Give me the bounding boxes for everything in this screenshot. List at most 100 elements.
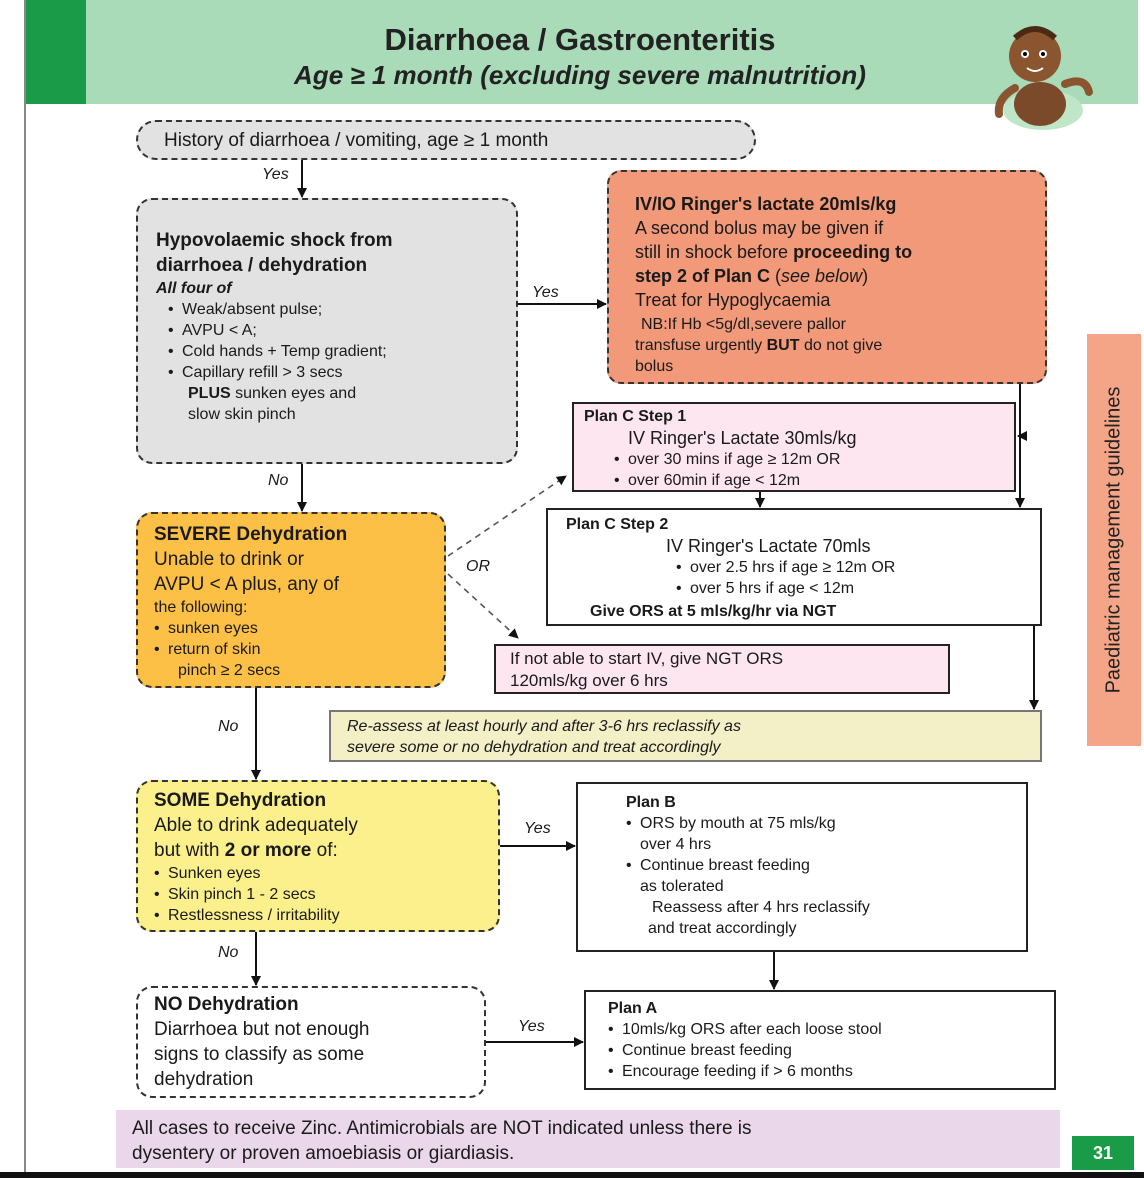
label-no-severe: No (218, 718, 239, 735)
some-line-1: Able to drink adequately (154, 815, 358, 836)
list-item: Restlessness / irritability (154, 905, 498, 926)
iv-nb-2a: transfuse urgently (635, 337, 767, 354)
iv-line-3d: ) (862, 266, 869, 286)
plan-b-item-1b: over 4 hrs (640, 836, 712, 853)
no-dehydration-box: NO Dehydration Diarrhoea but not enough … (136, 986, 486, 1098)
shock-plus-line-2: slow skin pinch (188, 406, 296, 423)
iv-line-3b: ( (770, 266, 782, 286)
severe-title-bold: SEVERE (154, 524, 232, 545)
page-number-badge: 31 (1072, 1136, 1134, 1170)
list-item: Encourage feeding if > 6 months (608, 1061, 1054, 1082)
start-text: History of diarrhoea / vomiting, age ≥ 1… (164, 130, 549, 151)
iv-nb-3: bolus (635, 358, 674, 375)
no-dehydration-line-3: dehydration (154, 1069, 254, 1090)
iv-line-2a: still in shock before (635, 242, 794, 262)
label-yes-shock: Yes (532, 284, 559, 301)
footer-line-1: All cases to receive Zinc. Antimicrobial… (132, 1118, 752, 1139)
plan-b-box: Plan B ORS by mouth at 75 mls/kg over 4 h… (576, 782, 1028, 952)
plan-c2-ors: Give ORS at 5 mls/kg/hr via NGT (590, 603, 837, 620)
plan-b-title: Plan B (626, 794, 676, 811)
footer-line-2: dysentery or proven amoebiasis or giardi… (132, 1143, 515, 1164)
plan-a-title: Plan A (608, 1000, 658, 1017)
some-dehydration-box: SOME Dehydration Able to drink adequatel… (136, 780, 500, 932)
dashed-arrow-severe-to-ngt (447, 573, 519, 639)
footer-note: All cases to receive Zinc. Antimicrobial… (116, 1110, 1060, 1168)
iv-nb-2b: BUT (766, 337, 800, 354)
list-item: Continue breast feeding (608, 1040, 1054, 1061)
list-item: sunken eyes (154, 618, 444, 639)
plan-c-step-2-box: Plan C Step 2 IV Ringer's Lactate 70mls … (546, 508, 1042, 626)
ngt-line-1: If not able to start IV, give NGT ORS (510, 649, 784, 668)
shock-box: Hypovolaemic shock from diarrhoea / dehy… (136, 198, 518, 464)
no-dehydration-line-1: Diarrhoea but not enough (154, 1019, 370, 1040)
page-number: 31 (1092, 1143, 1114, 1163)
shock-all-four: All four of (156, 280, 232, 297)
severe-title-rest: Dehydration (231, 524, 348, 545)
side-label: Paediatric management guidelines (1102, 386, 1125, 694)
plan-c1-list: over 30 mins if age ≥ 12m OR over 60min … (614, 449, 1014, 491)
plan-c2-title: Plan C Step 2 (566, 516, 669, 533)
list-item: Skin pinch 1 - 2 secs (154, 884, 498, 905)
label-no-shock: No (268, 472, 289, 489)
header-band (26, 0, 1138, 104)
some-line-2a: but with (154, 840, 225, 861)
list-item: Cold hands + Temp gradient; (168, 341, 516, 362)
iv-bolus-box: IV/IO Ringer's lactate 20mls/kg A second… (607, 170, 1047, 384)
list-item: AVPU < A; (168, 320, 516, 341)
shock-plus: PLUS (188, 385, 231, 402)
some-title: SOME Dehydration (154, 788, 498, 813)
plan-c2-line: IV Ringer's Lactate 70mls (666, 536, 871, 556)
list-item: Capillary refill > 3 secs (168, 362, 516, 383)
severe-dehydration-box: SEVERE Dehydration Unable to drink or AV… (136, 512, 446, 688)
list-item: over 5 hrs if age < 12m (676, 578, 1040, 599)
side-tab: Paediatric management guidelines (1087, 334, 1141, 746)
some-title-rest: Dehydration (209, 790, 327, 811)
label-yes-start: Yes (262, 166, 289, 183)
arrow-iv-to-planc1 (1017, 384, 1027, 441)
plan-a-list: 10mls/kg ORS after each loose stool Cont… (608, 1019, 1054, 1082)
plan-c-step-1-box: Plan C Step 1 IV Ringer's Lactate 30mls/… (572, 402, 1016, 492)
some-line-2b: 2 or more (224, 840, 312, 861)
some-line-2c: of: (311, 840, 338, 861)
plan-b-item-1: ORS by mouth at 75 mls/kg (640, 815, 836, 832)
shock-plus-rest: sunken eyes and (230, 385, 357, 402)
shock-title-1: Hypovolaemic shock from (156, 230, 393, 251)
plan-a-box: Plan A 10mls/kg ORS after each loose sto… (584, 990, 1056, 1090)
iv-line-2b: proceeding to (793, 242, 913, 262)
iv-line-3c: see below (781, 266, 863, 286)
shock-title-2: diarrhoea / dehydration (156, 255, 368, 276)
ngt-box: If not able to start IV, give NGT ORS 12… (494, 644, 950, 694)
severe-list: sunken eyes return of skin (154, 618, 444, 660)
iv-line-2: still in shock before proceeding to (635, 240, 1045, 264)
list-item: over 2.5 hrs if age ≥ 12m OR (676, 557, 1040, 578)
no-dehydration-title: NO Dehydration (154, 994, 299, 1015)
plan-b-reassess-2: and treat accordingly (648, 920, 797, 937)
list-item: 10mls/kg ORS after each loose stool (608, 1019, 1054, 1040)
page-left-rule (24, 0, 26, 1178)
start-box: History of diarrhoea / vomiting, age ≥ 1… (136, 120, 756, 160)
ngt-line-2: 120mls/kg over 6 hrs (510, 671, 668, 690)
label-yes-none: Yes (518, 1018, 545, 1035)
some-line-2: but with 2 or more of: (154, 838, 498, 863)
plan-b-item-2b: as tolerated (640, 878, 724, 895)
bottom-rule (0, 1172, 1144, 1178)
severe-line-2: AVPU < A plus, any of (154, 574, 340, 595)
plan-c1-line: IV Ringer's Lactate 30mls/kg (628, 428, 857, 448)
iv-line-1: A second bolus may be given if (635, 218, 884, 238)
list-item: ORS by mouth at 75 mls/kg over 4 hrs (626, 813, 1026, 855)
iv-title: IV/IO Ringer's lactate 20mls/kg (635, 194, 897, 214)
label-no-some: No (218, 944, 239, 961)
shock-list: Weak/absent pulse; AVPU < A; Cold hands … (168, 299, 516, 383)
severe-title: SEVERE Dehydration (154, 522, 444, 547)
severe-line-1: Unable to drink or (154, 549, 304, 570)
page-subtitle: Age ≥ 1 month (excluding severe malnutri… (294, 60, 866, 90)
iv-line-3a: step 2 of Plan C (635, 266, 771, 286)
header-green-block (26, 0, 86, 104)
some-title-bold: SOME (154, 790, 210, 811)
list-item: Sunken eyes (154, 863, 498, 884)
plan-b-item-2: Continue breast feeding (640, 857, 810, 874)
list-item: over 30 mins if age ≥ 12m OR (614, 449, 1014, 470)
reassess-box: Re-assess at least hourly and after 3-6 … (329, 710, 1042, 762)
list-item: return of skin (154, 639, 444, 660)
list-item: over 60min if age < 12m (614, 470, 1014, 491)
